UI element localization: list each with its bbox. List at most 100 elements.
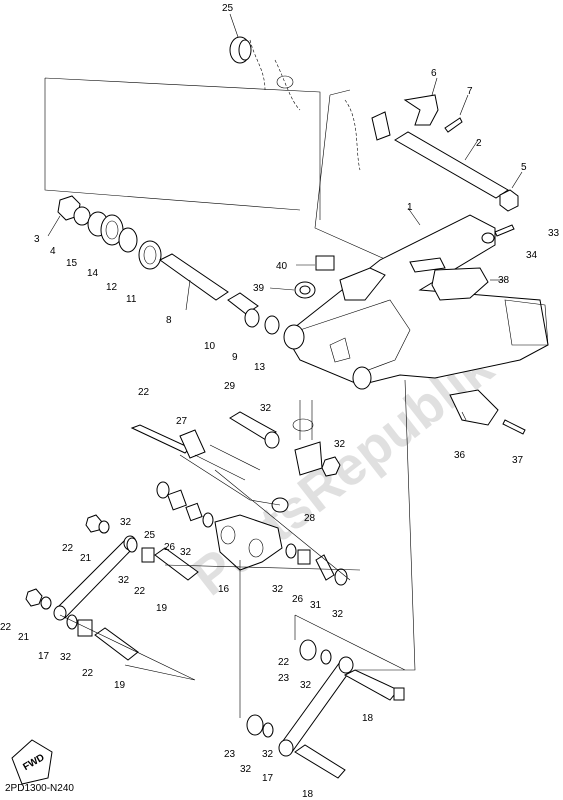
seal-13 [264, 315, 280, 335]
callout-19: 19 [156, 603, 168, 614]
washer-32-e [285, 543, 297, 559]
washer-32-a [156, 481, 170, 499]
bearing-22-b [77, 619, 93, 637]
spacer-19-upper [154, 547, 199, 581]
callout-28: 29 [224, 381, 236, 392]
swingarm-1 [283, 207, 549, 390]
callout-32: 32 [120, 517, 132, 528]
callout-32d: 32 [272, 584, 284, 595]
guard-38 [431, 267, 489, 301]
callout-18: 18 [362, 713, 374, 724]
callout-2: 2 [476, 138, 482, 149]
callout-37: 37 [512, 455, 524, 466]
bolt-18-lower [294, 744, 346, 779]
nut-5 [499, 171, 523, 212]
circlip-12 [118, 227, 138, 253]
bearing-22-c [299, 639, 317, 661]
frame-outline [44, 77, 321, 220]
callout-32e: 32 [332, 609, 344, 620]
callout-22: 22 [134, 586, 146, 597]
callout-17b: 17 [262, 773, 274, 784]
callout-40: 40 [276, 261, 288, 272]
washer-20-b [40, 596, 52, 610]
callout-21: 22 [62, 543, 74, 554]
callout-5: 5 [521, 162, 527, 173]
washer-32-f [334, 568, 348, 586]
bearing-22-a [141, 547, 155, 563]
callout-22e: 23 [224, 749, 236, 760]
callout-32i: 32 [240, 764, 252, 775]
callout-3: 3 [34, 234, 40, 245]
callout-labels: 25 6 7 2 5 1 33 34 40 38 39 3 4 15 14 12… [0, 3, 560, 800]
callout-32h: 32 [262, 749, 274, 760]
callout-7: 7 [467, 86, 473, 97]
callout-23: 22 [138, 387, 150, 398]
relay-rod-bracket [292, 400, 323, 476]
callout-38: 38 [498, 275, 510, 286]
bolt-33 [494, 224, 515, 237]
callout-31: 32 [334, 439, 346, 450]
washer-32-g [320, 649, 332, 665]
callout-32f: 32 [60, 652, 72, 663]
washer-32-b [202, 512, 214, 528]
callout-24b: 26 [292, 594, 304, 605]
callout-17: 17 [38, 651, 50, 662]
bolt-37 [502, 419, 526, 435]
bearing-25 [185, 502, 203, 522]
bracket-6 [403, 77, 439, 126]
callout-1: 1 [407, 202, 413, 213]
rod-17-lower [279, 661, 353, 753]
callout-22b: 22 [82, 668, 94, 679]
relay-arm-16 [214, 514, 283, 571]
callout-4: 4 [50, 246, 56, 257]
washer-20-a [98, 520, 110, 534]
callout-15: 15 [66, 258, 78, 269]
spacer-8 [159, 253, 229, 301]
callout-19b: 19 [114, 680, 126, 691]
bearing-35 [229, 13, 252, 64]
bearing-24-a [167, 489, 187, 511]
callout-6: 6 [431, 68, 437, 79]
callout-32b: 32 [180, 547, 192, 558]
bearing-11 [138, 240, 162, 270]
callout-18b: 18 [302, 789, 314, 800]
callout-39: 39 [253, 283, 265, 294]
spacer-19-lower [94, 627, 139, 661]
callout-16: 16 [218, 584, 230, 595]
bolt-7 [444, 94, 469, 133]
collar-29 [315, 554, 335, 581]
callout-32g: 32 [300, 680, 312, 691]
callout-11: 11 [126, 294, 137, 305]
nut-21-b [25, 588, 43, 607]
callout-26: 27 [176, 416, 188, 427]
callout-22c: 22 [278, 657, 290, 668]
callout-20: 21 [80, 553, 92, 564]
callout-33: 33 [548, 228, 560, 239]
callout-9: 9 [232, 352, 238, 363]
callout-36: 36 [454, 450, 466, 461]
pivot-shaft-2 [394, 131, 509, 199]
bearing-22-d [246, 714, 264, 736]
callout-34: 34 [526, 250, 538, 261]
washer-32-d [66, 614, 78, 630]
callout-32c: 32 [118, 575, 130, 586]
bolt-18-upper [343, 669, 399, 701]
callout-25: 26 [164, 542, 176, 553]
chain-slider [339, 267, 386, 301]
guide-36 [449, 389, 499, 426]
callout-35: 25 [222, 3, 234, 14]
diagram-code: 2PD1300-N240 [5, 783, 74, 794]
callout-13: 13 [254, 362, 266, 373]
callout-14: 14 [87, 268, 99, 279]
washer-32-h [262, 722, 274, 738]
bearing-24-b [297, 549, 311, 565]
collar-26 [179, 429, 206, 459]
callout-12: 12 [106, 282, 118, 293]
washer-9 [244, 308, 260, 328]
collar-30 [264, 431, 280, 449]
plate-40 [315, 255, 335, 271]
callout-27: 28 [304, 513, 316, 524]
nut-31 [321, 456, 341, 477]
nut-21-a [85, 514, 103, 533]
